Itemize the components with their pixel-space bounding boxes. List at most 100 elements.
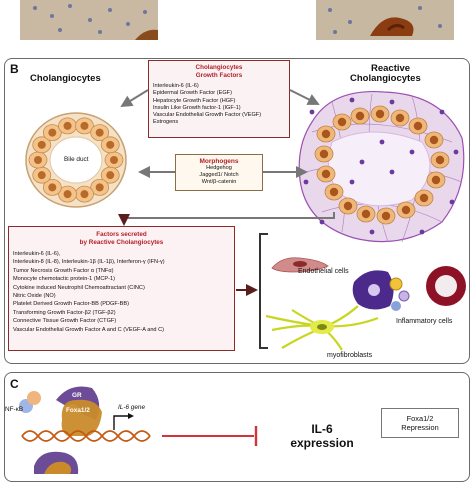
reactive-cells — [314, 105, 450, 225]
secreted-particle — [349, 97, 355, 103]
cholangiocyte-nucleus — [110, 156, 118, 164]
cholangiocyte-nucleus — [106, 171, 115, 180]
growth-factor-item: Epidermal Growth Factor (EGF) — [153, 90, 232, 97]
growth-factor-item: Insulin Like Growth factor-1 (IGF-1) — [153, 104, 241, 111]
secreted-particle — [409, 149, 415, 155]
morphogens-box: Morphogens Hedgehog Jagged1/ Notch Wnt/β… — [175, 154, 263, 191]
cholangiocyte-nucleus — [63, 121, 72, 130]
growth-factor-item: Hepatocyte Growth Factor (HGF) — [153, 97, 236, 104]
growth-factor-item: Vascular Endothelial Growth Factor (VEGF… — [153, 112, 262, 119]
morphogen-item: Jagged1/ Notch — [199, 172, 239, 178]
secreted-particle — [369, 229, 375, 235]
cholangiocyte-nucleus — [95, 183, 104, 192]
arrow-reactive-to-factors — [118, 212, 335, 226]
secreted-factor-item: Connective Tissue Growth Factor (CTGF) — [13, 318, 117, 325]
panel-c-illustration — [19, 386, 258, 474]
secreted-particle — [379, 139, 385, 145]
reactive-title-line2: Cholangiocytes — [350, 73, 421, 84]
secreted-factors-title-line1: Factors secreted — [96, 231, 147, 238]
reactive-cell-nucleus — [329, 187, 339, 197]
repression-line2: Repression — [401, 423, 439, 432]
cholangiocyte-nucleus — [95, 128, 104, 137]
morphogen-item: Hedgehog — [206, 165, 232, 171]
secreted-particle — [303, 179, 309, 185]
secreted-particle — [449, 199, 455, 205]
reactive-title-line1: Reactive — [371, 63, 411, 74]
reactive-cell-nucleus — [401, 205, 411, 215]
transcription-start-arrow — [113, 415, 128, 430]
micrograph-left-nuclei — [33, 4, 147, 34]
targets-bracket — [259, 233, 268, 349]
bile-duct-label: Bile duct — [64, 156, 89, 163]
reactive-cell-nucleus — [381, 211, 391, 221]
bile-duct-cells — [28, 117, 124, 203]
secreted-particle — [453, 149, 459, 155]
inflammatory-cells-icon — [352, 266, 466, 311]
secreted-factor-item: Interleukin-6 (IL-6), — [13, 251, 61, 257]
growth-factors-title-line2: Growth Factors — [195, 72, 243, 79]
reactive-cell-nucleus — [419, 193, 429, 203]
morphogen-item: Wnt/β-catenin — [201, 179, 237, 185]
reactive-cell-nucleus — [413, 121, 423, 131]
cholangiocyte-nucleus — [37, 140, 46, 149]
inflammatory-cells-label: Inflammatory cells — [396, 318, 453, 325]
il6-gene-label: IL-6 gene — [118, 404, 146, 411]
top-micrographs — [20, 0, 454, 40]
panel-b-label: B — [10, 62, 19, 76]
foxa-repression-box: Foxa1/2 Repression — [381, 408, 459, 438]
cholangiocyte-nucleus — [48, 183, 57, 192]
secreted-particle — [359, 159, 365, 165]
repression-line1: Foxa1/2 — [406, 414, 434, 423]
secreted-factor-item: Platelet Derived Growth Factor-BB (PDGF-… — [13, 301, 129, 308]
reactive-cell-nucleus — [355, 111, 365, 121]
secreted-particle — [309, 109, 315, 115]
endothelial-cells-label: Endothelial cells — [298, 268, 349, 275]
cholangiocyte-nucleus — [106, 140, 115, 149]
secreted-particle — [349, 179, 355, 185]
bile-duct-illustration — [25, 112, 127, 208]
reactive-cell-nucleus — [321, 129, 331, 139]
secreted-particle — [419, 229, 425, 235]
cholangiocyte-nucleus — [80, 190, 89, 199]
secreted-factor-item: Vascular Endothelial Growth Factor A and… — [13, 326, 164, 333]
growth-factors-title-line1: Cholangiocytes — [195, 64, 243, 71]
secreted-particle — [389, 99, 395, 105]
reactive-cell-nucleus — [361, 209, 371, 219]
myofibroblasts-label: myofibroblasts — [327, 352, 373, 359]
arrow-gf-to-reactive — [289, 89, 320, 105]
dna-strand-2 — [21, 430, 151, 442]
secreted-factor-item: Interleukin-8 (IL-8), Interleukin-1β (IL… — [13, 259, 165, 266]
reactive-cell-nucleus — [431, 175, 441, 185]
myofibroblast-icon — [265, 305, 379, 351]
panel-c-label: C — [10, 377, 19, 391]
secreted-particle — [439, 109, 445, 115]
il6-expression-line1: IL-6 — [311, 422, 333, 436]
nfkb-protein-b — [27, 391, 41, 405]
secreted-factors-box: Factors secreted by Reactive Cholangiocy… — [8, 226, 235, 351]
reactive-cell-nucleus — [435, 155, 445, 165]
cholangiocytes-title: Cholangiocytes — [30, 73, 101, 84]
bile-duct-lumen — [49, 136, 103, 184]
cholangiocyte-nucleus — [34, 156, 42, 164]
growth-factor-item: Estrogens — [153, 119, 179, 126]
growth-factor-item: Interleukin-6 (IL-6) — [153, 83, 199, 89]
reactive-cell-nucleus — [343, 201, 353, 211]
micrograph-left-stain — [135, 29, 158, 40]
reactive-cell-nucleus — [395, 113, 405, 123]
reactive-dots — [303, 97, 459, 235]
cholangiocyte-nucleus — [48, 128, 57, 137]
secreted-factor-item: Nitric Oxide (NO) — [13, 293, 56, 300]
secreted-particle — [389, 169, 395, 175]
reactive-cell-nucleus — [429, 135, 439, 145]
il6-expression: IL-6 expression — [272, 422, 372, 450]
cholangiocyte-nucleus — [63, 190, 72, 199]
gr-label: GR — [72, 392, 82, 399]
reactive-cell-nucleus — [375, 109, 385, 119]
reactive-cell-nucleus — [337, 117, 347, 127]
secreted-factor-item: Monocyte chemotactic protein-1 (MCP-1) — [13, 276, 115, 283]
cholangiocyte-nucleus — [80, 121, 89, 130]
panel-b-frame — [4, 58, 470, 364]
il6-expression-line2: expression — [290, 436, 354, 450]
reactive-cholangiocytes-illustration — [298, 90, 465, 243]
